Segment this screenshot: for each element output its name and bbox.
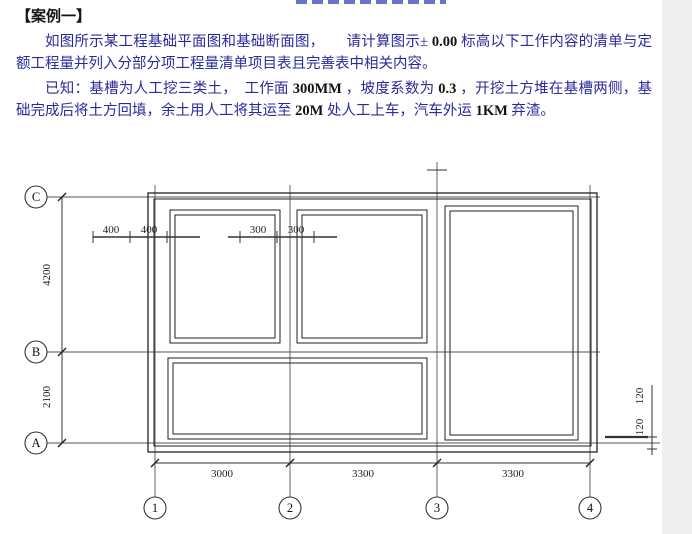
axis-grid-lines <box>47 162 660 497</box>
axis-bubble-B <box>24 340 48 364</box>
page-edge-gutter <box>662 0 692 534</box>
paragraph-2: 已知：基槽为人工挖三类土， 工作面 300MM ，坡度系数为 0.3 ，开挖土方… <box>16 79 652 122</box>
dim-3300-a-label: 3300 <box>352 468 375 480</box>
dim-3300-b-label: 3300 <box>502 468 525 480</box>
text-run: 标高以下工作内容的清单与定额工程量并列入分部分项工程量清单项目表且完善表中相关内… <box>16 34 653 72</box>
dim-300-left-label: 300 <box>250 224 267 236</box>
text-run-number: 0.00 <box>428 34 462 50</box>
dim-2100-label: 2100 <box>41 386 53 409</box>
case-heading: 【案例一】 <box>16 9 92 25</box>
dimension-labels: 400 400 300 300 4200 2100 3000 3300 3300… <box>41 224 646 480</box>
axis-bubble-4 <box>578 496 602 520</box>
text-run-number: 0.3 <box>434 81 461 97</box>
axis-bubble-3 <box>425 496 449 520</box>
paragraph-1: 如图所示某工程基础平面图和基础断面图， 请计算图示± 0.00 标高以下工作内容… <box>16 32 652 75</box>
dim-300-right-label: 300 <box>288 224 305 236</box>
axis-label-4: 4 <box>587 501 594 515</box>
cropped-text-fragment <box>296 0 446 4</box>
foundation-plan-drawing: C B A 1 2 3 4 400 400 300 300 4200 2100 … <box>24 162 660 520</box>
foundation-walls <box>147 192 598 453</box>
dim-400-left-label: 400 <box>103 224 120 236</box>
axis-label-B: B <box>32 345 40 359</box>
text-run-number: 300MM <box>288 81 346 97</box>
dim-120-lower-label: 120 <box>634 418 646 435</box>
axis-label-3: 3 <box>434 501 440 515</box>
dim-400-right-label: 400 <box>141 224 158 236</box>
text-run-number: 20M <box>291 102 327 119</box>
axis-label-A: A <box>31 436 40 450</box>
text-run: 已知：基槽为人工挖三类土， 工作面 <box>45 81 289 97</box>
axis-bubble-1 <box>143 496 167 520</box>
text-run: ，开挖土方堆在基槽两侧，基础完成后将土方回填，余土用人工将其运至 <box>16 81 653 119</box>
dim-4200-label: 4200 <box>41 264 53 287</box>
axis-bubble-A <box>24 431 48 455</box>
text-run: 如图所示某工程基础平面图和基础断面图， 请计算图示± <box>45 34 429 50</box>
text-run: 弃渣。 <box>511 102 555 119</box>
axis-label-1: 1 <box>152 501 158 515</box>
dimension-ticks <box>57 192 595 468</box>
dim-3000-label: 3000 <box>211 468 234 480</box>
dimension-lines <box>61 169 657 464</box>
axis-bubble-2 <box>278 496 302 520</box>
dim-120-upper-label: 120 <box>634 387 646 404</box>
axis-labels: C B A 1 2 3 4 <box>31 190 593 515</box>
axis-bubble-C <box>24 185 48 209</box>
text-run-number: 1KM <box>471 102 512 119</box>
axis-label-2: 2 <box>287 501 293 515</box>
axis-label-C: C <box>32 190 40 204</box>
text-run: ，坡度系数为 <box>345 81 435 97</box>
axis-bubbles <box>24 185 602 520</box>
text-run: 处人工上车，汽车外运 <box>326 102 472 119</box>
